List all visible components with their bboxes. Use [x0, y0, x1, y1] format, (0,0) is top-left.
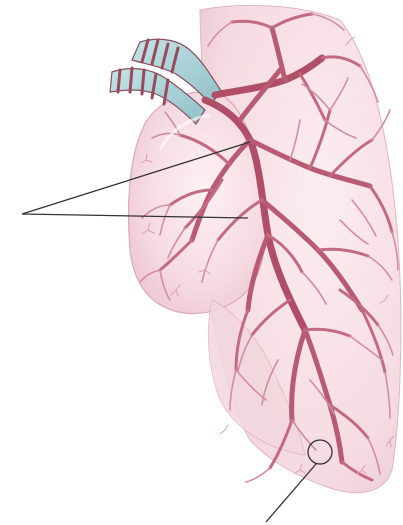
lung-upper-lobe [129, 92, 266, 314]
